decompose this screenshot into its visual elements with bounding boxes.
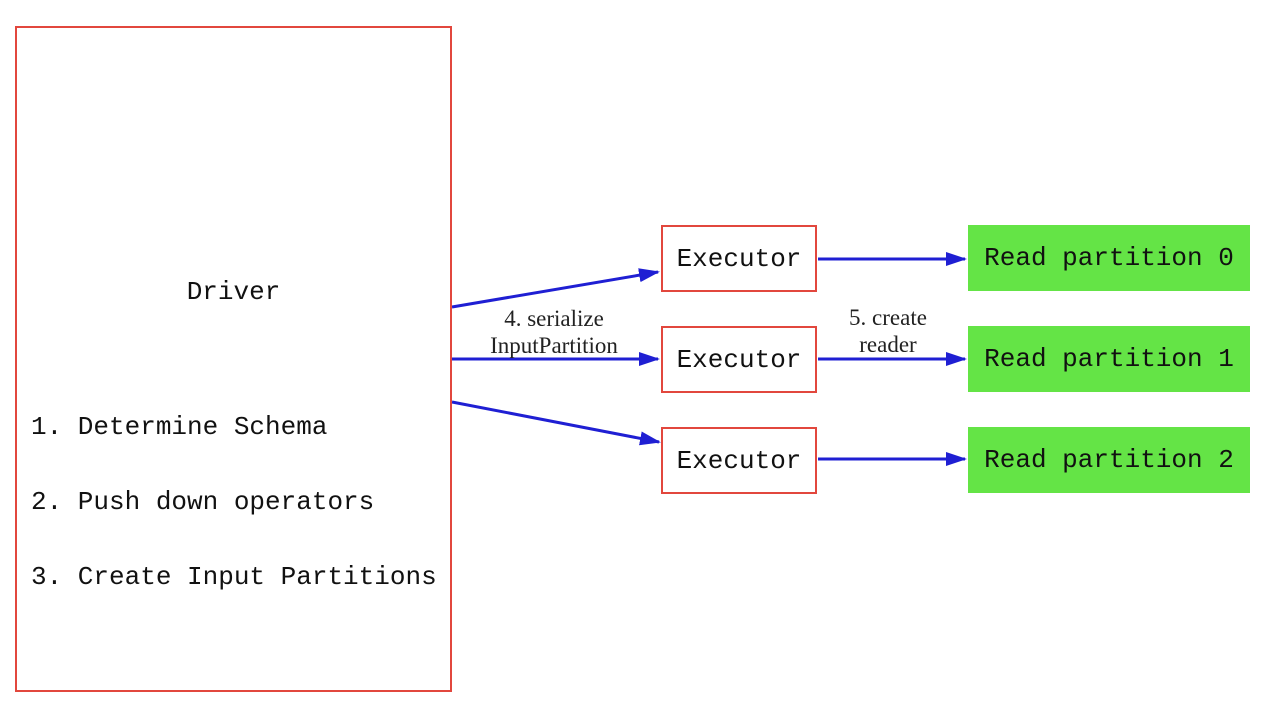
read-partition-box-0: Read partition 0 — [968, 225, 1250, 291]
driver-box: Driver 1. Determine Schema 2. Push down … — [15, 26, 452, 692]
edge-label-create-reader: 5. create reader — [778, 304, 998, 358]
executor-box-0: Executor — [661, 225, 817, 292]
executor-label: Executor — [676, 344, 802, 375]
edge-label-line: reader — [859, 332, 917, 357]
arrow-driver-to-executor-0 — [451, 268, 660, 309]
executor-box-2: Executor — [661, 427, 817, 494]
edge-label-line: InputPartition — [490, 333, 618, 358]
executor-label: Executor — [676, 243, 802, 274]
executor-box-1: Executor — [661, 326, 817, 393]
driver-step-1: 1. Determine Schema — [31, 412, 328, 442]
driver-title: Driver — [186, 277, 281, 307]
edge-label-line: 5. create — [849, 305, 927, 330]
partition-label: Read partition 0 — [984, 243, 1234, 273]
arrow-driver-to-executor-2 — [451, 400, 661, 446]
partition-label: Read partition 2 — [984, 445, 1234, 475]
read-partition-box-1: Read partition 1 — [968, 326, 1250, 392]
driver-step-3: 3. Create Input Partitions — [31, 562, 437, 592]
driver-step-2: 2. Push down operators — [31, 487, 375, 517]
executor-label: Executor — [676, 445, 802, 476]
partition-label: Read partition 1 — [984, 344, 1234, 374]
edge-label-serialize-inputpartition: 4. serialize InputPartition — [444, 305, 664, 359]
driver-steps: 1. Determine Schema 2. Push down operato… — [31, 365, 437, 640]
read-partition-box-2: Read partition 2 — [968, 427, 1250, 493]
edge-label-line: 4. serialize — [504, 306, 604, 331]
